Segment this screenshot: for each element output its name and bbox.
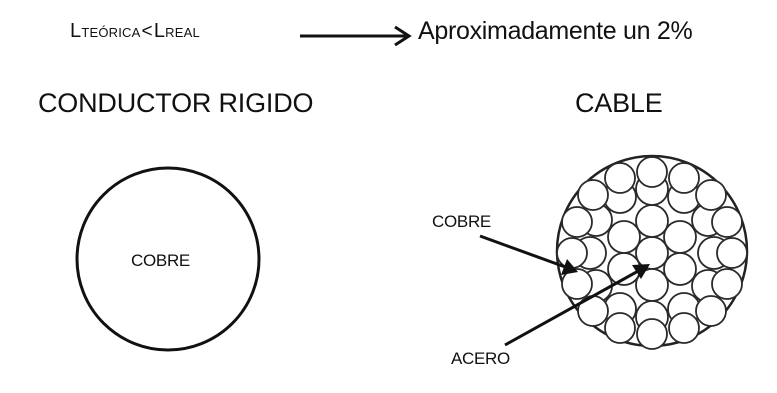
l-theoretical-sub: TEÓRICA (81, 25, 141, 40)
inner-strand (663, 252, 697, 286)
rigid-copper-label: COBRE (131, 251, 190, 270)
inner-strand (635, 204, 669, 238)
l-real-cap: L (153, 20, 166, 42)
outer-strand (668, 312, 700, 344)
outer-strand (695, 295, 727, 327)
cable-steel-label: ACERO (451, 349, 510, 368)
outer-strand (668, 162, 700, 194)
rigid-conductor-circle (75, 166, 261, 352)
l-theoretical-cap: L (70, 20, 82, 42)
outer-strand (577, 179, 609, 211)
outer-strand (711, 268, 743, 300)
outer-strand (604, 312, 636, 344)
outer-strand (636, 156, 668, 188)
rigid-conductor-title: CONDUCTOR RIGIDO (38, 88, 314, 118)
outer-strand (716, 237, 748, 269)
outer-strand (561, 206, 593, 238)
outer-strand (604, 162, 636, 194)
copper-pointer-arrow (479, 234, 578, 275)
outer-strand (711, 206, 743, 238)
formula-arrow-icon (300, 25, 412, 46)
l-real-sub: REAL (165, 25, 200, 40)
cable-strands (556, 156, 748, 350)
outer-strand (561, 268, 593, 300)
inner-strand (607, 220, 641, 254)
inner-strand (663, 220, 697, 254)
outer-strand (695, 179, 727, 211)
less-than-sign: < (141, 21, 153, 42)
outer-strand (556, 237, 588, 269)
outer-strand (636, 318, 668, 350)
result-text: Aproximadamente un 2% (418, 17, 693, 45)
steel-pointer-arrow (504, 264, 650, 347)
steel-core-strand (635, 236, 669, 270)
cable-title: CABLE (575, 88, 663, 118)
cable-copper-label: COBRE (432, 212, 491, 231)
